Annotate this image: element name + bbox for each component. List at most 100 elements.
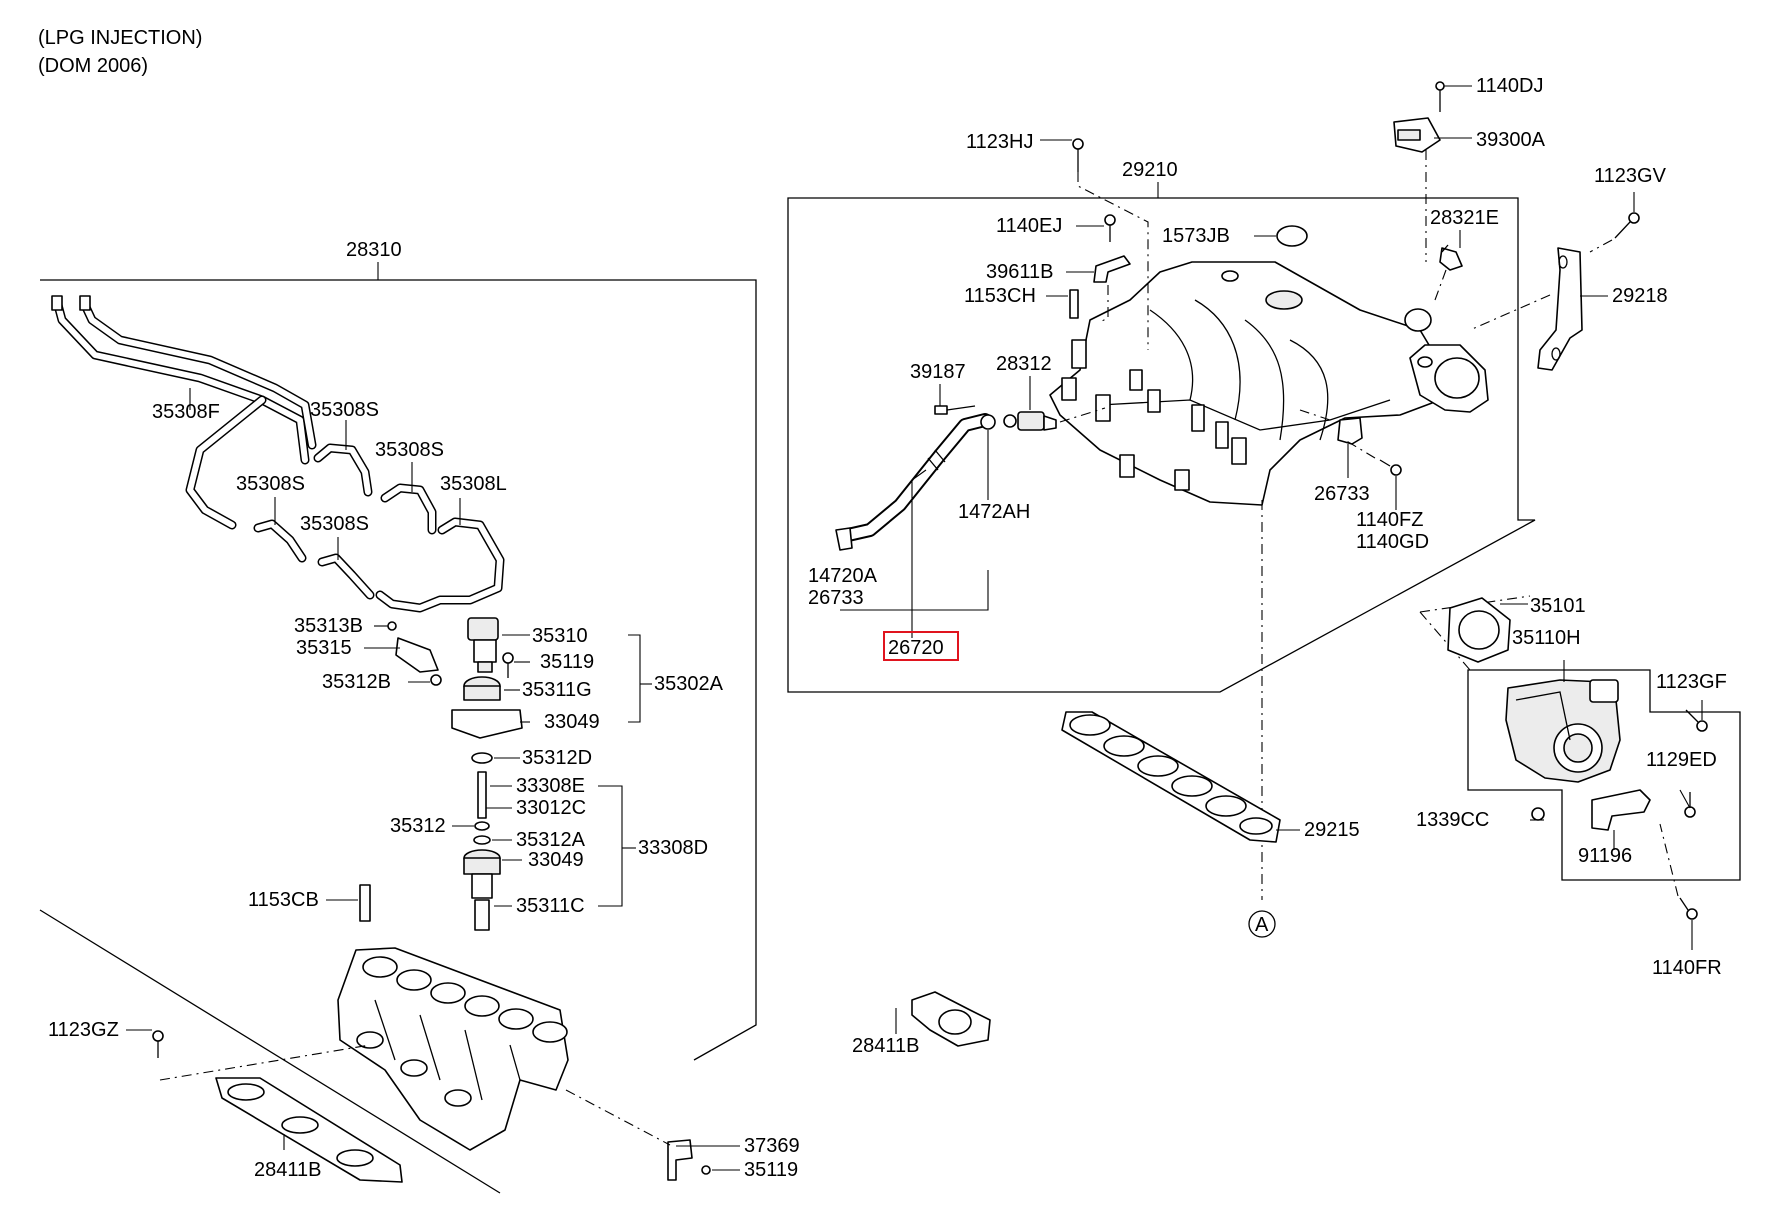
dash-37369 bbox=[565, 1089, 671, 1146]
dash-1123GZ bbox=[159, 1044, 371, 1081]
label-39611B: 39611B bbox=[986, 261, 1053, 283]
label-A: A bbox=[1255, 914, 1269, 936]
label-35302A: 35302A bbox=[654, 673, 724, 695]
bolt-1140EJ bbox=[1104, 214, 1116, 242]
bolt-39187 bbox=[934, 405, 976, 415]
stud-1153CB bbox=[359, 884, 371, 922]
label-35308S-d: 35308S bbox=[300, 513, 369, 535]
frame-28310 bbox=[39, 279, 757, 1194]
stud-1153CH bbox=[1069, 289, 1079, 319]
label-1472AH: 1472AH bbox=[958, 501, 1030, 523]
label-28411B-b: 28411B bbox=[852, 1035, 919, 1057]
bolt-1123HJ bbox=[1072, 138, 1084, 172]
label-1140DJ: 1140DJ bbox=[1476, 75, 1543, 97]
bolt-35119 bbox=[502, 652, 514, 678]
bracket-91196 bbox=[1591, 789, 1651, 831]
bolt-1140FZ bbox=[1379, 459, 1402, 476]
dash-28321E bbox=[1434, 269, 1447, 301]
label-28321E: 28321E bbox=[1430, 207, 1499, 229]
label-1123HJ: 1123HJ bbox=[966, 131, 1033, 153]
header-dom-2006: (DOM 2006) bbox=[38, 55, 148, 77]
label-1123GZ: 1123GZ bbox=[48, 1019, 119, 1041]
cap-body-35311G bbox=[463, 685, 501, 701]
clamp-1472AH bbox=[980, 414, 996, 430]
label-1140FR: 1140FR bbox=[1652, 957, 1722, 979]
sensor-39300A bbox=[1393, 117, 1441, 153]
oring-35312D bbox=[471, 752, 493, 764]
header-lpg-injection: (LPG INJECTION) bbox=[38, 27, 202, 49]
label-35311G: 35311G bbox=[522, 679, 592, 701]
label-26733-a: 26733 bbox=[1314, 483, 1370, 505]
label-35101: 35101 bbox=[1530, 595, 1586, 617]
label-35312A: 35312A bbox=[516, 829, 586, 851]
fuel-hose-35308S bbox=[253, 443, 437, 600]
label-29215: 29215 bbox=[1304, 819, 1360, 841]
dash-39611B bbox=[1099, 285, 1109, 323]
label-35308F: 35308F bbox=[152, 401, 220, 423]
dash-frame-35101-b bbox=[1419, 611, 1471, 671]
label-14720A: 14720A bbox=[808, 565, 878, 587]
label-33308D: 33308D bbox=[638, 837, 708, 859]
label-35110H: 35110H bbox=[1512, 627, 1581, 649]
bolt-1123GF bbox=[1685, 709, 1708, 732]
dash-1123HJ bbox=[1077, 172, 1149, 350]
label-33049-b: 33049 bbox=[528, 849, 584, 871]
label-35308S-c: 35308S bbox=[236, 473, 305, 495]
frame-29210 bbox=[787, 197, 1536, 693]
bracket-39611B bbox=[1093, 255, 1131, 283]
label-29210: 29210 bbox=[1122, 159, 1178, 181]
label-29218: 29218 bbox=[1612, 285, 1668, 307]
dash-frame-35101 bbox=[1419, 595, 1531, 613]
oring-35312A bbox=[473, 835, 491, 845]
label-35312B: 35312B bbox=[322, 671, 391, 693]
label-1123GF: 1123GF bbox=[1656, 671, 1727, 693]
injector-35310 bbox=[467, 617, 499, 673]
dash-28312 bbox=[1059, 407, 1106, 423]
fuel-hose-35308L bbox=[375, 517, 505, 613]
bracket-29218 bbox=[1537, 247, 1583, 371]
hose-26720 bbox=[841, 413, 992, 542]
label-1123GV: 1123GV bbox=[1594, 165, 1667, 187]
label-39300A: 39300A bbox=[1476, 129, 1546, 151]
bolt-1123GZ bbox=[152, 1030, 164, 1058]
label-28411B-a: 28411B bbox=[254, 1159, 321, 1181]
label-1153CB: 1153CB bbox=[248, 889, 319, 911]
label-35119-b: 35119 bbox=[744, 1159, 798, 1181]
bolt-1129ED bbox=[1684, 792, 1696, 818]
sensor-28321E bbox=[1439, 244, 1463, 271]
bolt-1140DJ bbox=[1435, 81, 1445, 112]
label-1573JB: 1573JB bbox=[1162, 225, 1230, 247]
label-26733-b: 26733 bbox=[808, 587, 864, 609]
highlight-box-26720 bbox=[883, 631, 959, 661]
bracket-37369 bbox=[667, 1139, 693, 1181]
gasket-1573JB bbox=[1276, 225, 1308, 247]
label-35308S-b: 35308S bbox=[375, 439, 444, 461]
leaders-left bbox=[126, 388, 740, 1171]
label-91196: 91196 bbox=[1578, 845, 1632, 867]
label-35119-a: 35119 bbox=[540, 651, 594, 673]
label-35312D: 35312D bbox=[522, 747, 592, 769]
label-1140FZ: 1140FZ bbox=[1356, 509, 1423, 531]
tube-33308E bbox=[477, 771, 487, 819]
bolt-1123GV bbox=[1614, 212, 1640, 239]
label-35313B: 35313B bbox=[294, 615, 363, 637]
lower-intake-manifold bbox=[337, 947, 569, 1151]
upper-intake-manifold bbox=[1049, 261, 1489, 506]
label-1153CH: 1153CH bbox=[964, 285, 1036, 307]
bolt-1140FR bbox=[1679, 897, 1698, 920]
gasket-29215 bbox=[1061, 711, 1281, 843]
label-39187: 39187 bbox=[910, 361, 966, 383]
label-35308S-a: 35308S bbox=[310, 399, 379, 421]
bolt-35313B bbox=[387, 621, 397, 631]
label-1129ED: 1129ED bbox=[1646, 749, 1717, 771]
leaders-right bbox=[840, 85, 1703, 1034]
label-37369: 37369 bbox=[744, 1135, 800, 1157]
label-28310: 28310 bbox=[346, 239, 402, 261]
label-35308L: 35308L bbox=[440, 473, 507, 495]
label-1140GD: 1140GD bbox=[1356, 531, 1429, 553]
label-1339CC: 1339CC bbox=[1416, 809, 1489, 831]
washer-35312B bbox=[430, 674, 442, 686]
label-33308E: 33308E bbox=[516, 775, 585, 797]
label-33012C: 33012C bbox=[516, 797, 586, 819]
label-35315: 35315 bbox=[296, 637, 352, 659]
